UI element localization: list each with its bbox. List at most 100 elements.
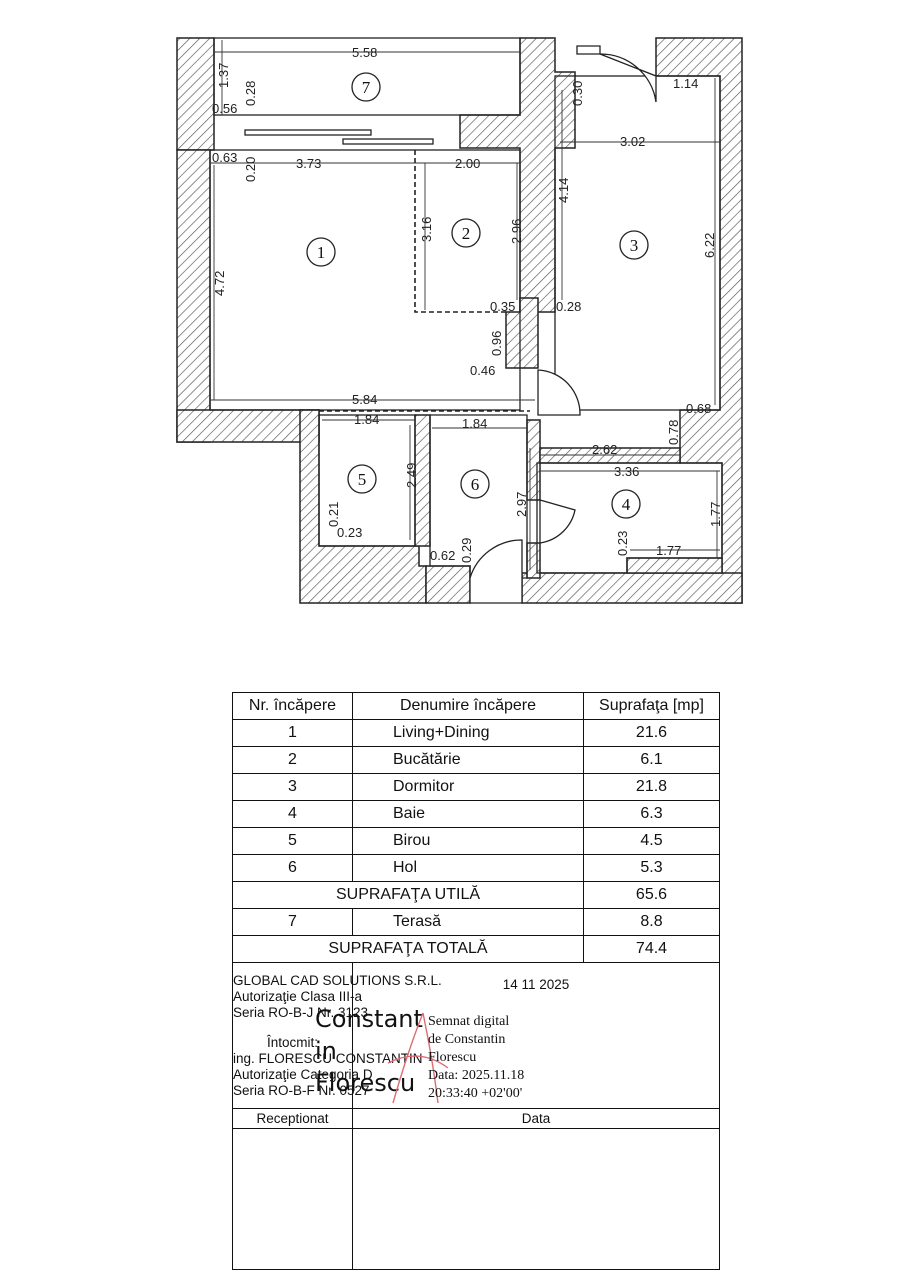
dim-label: 6.22 [702, 233, 717, 258]
dim-label: 0.23 [337, 525, 362, 540]
date-label: Data [352, 1108, 720, 1129]
dim-label: 1.77 [656, 543, 681, 558]
dimension-labels: 5.58 1.37 0.28 0.56 0.30 1.14 3.02 0.63 … [212, 45, 723, 563]
dim-label: 0.28 [556, 299, 581, 314]
room-nr: 7 [232, 908, 353, 936]
terrace-row: 7 Terasă 8.8 [232, 908, 720, 936]
room-area: 21.6 [583, 719, 720, 747]
table-header: Nr. încăpere Denumire încăpere Suprafaţa… [232, 692, 720, 720]
walls [176, 37, 743, 604]
room-name: Birou [352, 827, 584, 855]
dim-label: 0.63 [212, 150, 237, 165]
room-name: Terasă [352, 908, 584, 936]
dashed-lines [319, 150, 530, 412]
useful-area-label: SUPRAFAŢA UTILĂ [232, 881, 584, 909]
dim-label: 0.35 [490, 299, 515, 314]
signature-name-2: in [315, 1037, 337, 1065]
received-box [232, 1128, 353, 1270]
dim-label: 3.02 [620, 134, 645, 149]
dim-label: 4.72 [212, 271, 227, 296]
total-area-value: 74.4 [583, 935, 720, 963]
dim-label: 4.14 [556, 178, 571, 203]
dim-label: 1.14 [673, 76, 698, 91]
sig-line: Semnat digital [428, 1014, 510, 1029]
dim-label: 0.78 [666, 420, 681, 445]
firm-name: GLOBAL CAD SOLUTIONS S.R.L. [233, 973, 442, 988]
dim-label: 1.84 [462, 416, 487, 431]
sig-line: 20:33:40 +02'00' [428, 1086, 523, 1101]
dim-label: 5.58 [352, 45, 377, 60]
sliding-door [244, 129, 434, 145]
room-area: 6.3 [583, 800, 720, 828]
document-date: 14 11 2025 [502, 977, 570, 992]
sig-line: Data: 2025.11.18 [428, 1068, 525, 1083]
room-number: 6 [471, 475, 480, 494]
area-table: Nr. încăpere Denumire încăpere Suprafaţa… [232, 692, 720, 1270]
table-row: 4 Baie 6.3 [232, 800, 720, 828]
dim-label: 0.28 [243, 81, 258, 106]
dim-label: 0.62 [430, 548, 455, 563]
room-area: 5.3 [583, 854, 720, 882]
table-row: 6 Hol 5.3 [232, 854, 720, 882]
room-numbers: 1 2 3 4 5 6 7 [317, 78, 639, 514]
engineer-series: Seria RO-B-F Nr. 0527 [233, 1083, 370, 1098]
firm-series: Seria RO-B-J Nr. 3123 [233, 1005, 369, 1020]
info-row: GLOBAL CAD SOLUTIONS S.R.L. Autorizaţie … [232, 962, 720, 1109]
dim-label: 0.30 [570, 81, 585, 106]
received-label: Receptionat [232, 1108, 353, 1129]
dim-label: 0.29 [459, 538, 474, 563]
dim-label: 0.46 [470, 363, 495, 378]
floor-plan: 5.58 1.37 0.28 0.56 0.30 1.14 3.02 0.63 … [176, 37, 743, 604]
doors [469, 45, 657, 604]
dim-label: 0.23 [615, 531, 630, 556]
room-nr: 4 [232, 800, 353, 828]
room-number: 5 [358, 470, 367, 489]
room-nr: 5 [232, 827, 353, 855]
dim-label: 0.20 [243, 157, 258, 182]
engineer-auth: Autorizaţie Categoria D [233, 1067, 373, 1082]
room-number: 2 [462, 224, 471, 243]
dim-label: 1.84 [354, 412, 379, 427]
dim-label: 5.84 [352, 392, 377, 407]
room-number: 1 [317, 243, 326, 262]
room-area: 21.8 [583, 773, 720, 801]
header-cell: Suprafaţa [mp] [583, 692, 720, 720]
dimension-lines [210, 40, 720, 570]
firm-auth: Autorizaţie Clasa III-a [233, 989, 363, 1004]
room-number: 4 [622, 495, 631, 514]
table-row: 3 Dormitor 21.8 [232, 773, 720, 801]
useful-area-row: SUPRAFAŢA UTILĂ 65.6 [232, 881, 720, 909]
dim-label: 1.37 [216, 63, 231, 88]
useful-area-value: 65.6 [583, 881, 720, 909]
dim-label: 2.96 [509, 219, 524, 244]
blank-row [232, 1128, 720, 1270]
prepared-label: Întocmit: [266, 1035, 318, 1050]
interior-lines [209, 37, 723, 579]
dim-label: 0.68 [686, 401, 711, 416]
dim-label: 3.36 [614, 464, 639, 479]
signature-details: Semnat digital de Constantin Florescu Da… [428, 1013, 524, 1103]
table-row: 2 Bucătărie 6.1 [232, 746, 720, 774]
room-name: Living+Dining [352, 719, 584, 747]
room-name: Hol [352, 854, 584, 882]
table-row: 1 Living+Dining 21.6 [232, 719, 720, 747]
room-name: Bucătărie [352, 746, 584, 774]
room-area: 4.5 [583, 827, 720, 855]
footer-row: Receptionat Data [232, 1108, 720, 1129]
dim-label: 0.56 [212, 101, 237, 116]
room-nr: 2 [232, 746, 353, 774]
dim-label: 0.21 [326, 502, 341, 527]
dim-label: 3.16 [419, 217, 434, 242]
room-number: 7 [362, 78, 371, 97]
dim-label: 3.73 [296, 156, 321, 171]
room-nr: 1 [232, 719, 353, 747]
sig-line: de Constantin [428, 1032, 506, 1047]
dim-label: 0.96 [489, 331, 504, 356]
room-nr: 3 [232, 773, 353, 801]
room-markers [306, 72, 649, 519]
sig-line: Florescu [428, 1050, 477, 1065]
dim-label: 1.77 [708, 502, 723, 527]
header-cell: Denumire încăpere [352, 692, 584, 720]
room-area: 8.8 [583, 908, 720, 936]
total-area-label: SUPRAFAŢA TOTALĂ [232, 935, 584, 963]
